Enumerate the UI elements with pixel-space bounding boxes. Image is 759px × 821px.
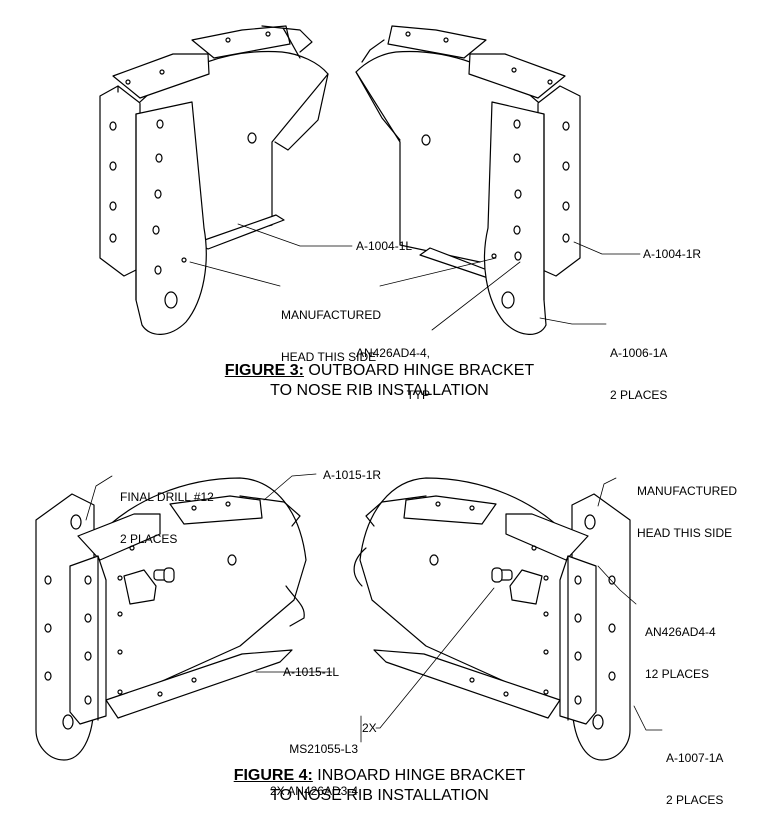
- label-a1004-1r: A-1004-1R: [643, 247, 702, 261]
- label-manufactured-head-fig3: MANUFACTURED HEAD THIS SIDE: [281, 280, 381, 378]
- figure4-caption-prefix: FIGURE 4:: [233, 767, 313, 784]
- fig3-left-holes: [109, 31, 271, 309]
- fig4-leader-lines: [85, 473, 663, 743]
- fig3-right-holes: [405, 31, 570, 309]
- an426ad4-4-line1: AN426AD4-4,: [355, 346, 430, 360]
- a1007-1a-line1: A-1007-1A: [666, 751, 724, 765]
- label-final-drill: FINAL DRILL #12 2 PLACES: [120, 462, 214, 560]
- manufactured-head-line1: MANUFACTURED: [281, 308, 382, 322]
- figure3-caption-line2: TO NOSE RIB INSTALLATION: [270, 382, 489, 399]
- figure4-caption-line1: INBOARD HINGE BRACKET: [317, 767, 526, 784]
- a1007-1a-line2: 2 PLACES: [666, 793, 724, 807]
- final-drill-line2: 2 PLACES: [120, 532, 178, 546]
- label-a1007-1a: A-1007-1A 2 PLACES: [666, 723, 723, 821]
- fig4-right-assembly: [353, 477, 631, 761]
- label-a1004-1l: A-1004-1L: [356, 239, 413, 253]
- figure3-caption-line1: OUTBOARD HINGE BRACKET: [308, 362, 535, 379]
- figure4-caption: FIGURE 4: INBOARD HINGE BRACKET: [0, 766, 759, 785]
- fig4-an426ad4-4-line2: 12 PLACES: [645, 667, 710, 681]
- label-a1006-1a: A-1006-1A 2 PLACES: [610, 318, 667, 416]
- label-an426ad4-4-fig3: AN426AD4-4, TYP: [330, 318, 430, 416]
- label-a1015-1r: A-1015-1R: [323, 468, 382, 482]
- label-qty-2x: 2X: [362, 721, 377, 735]
- fig4-left-assembly: [35, 477, 307, 761]
- figure3-caption: FIGURE 3: OUTBOARD HINGE BRACKET: [0, 361, 759, 380]
- manufactured-head-line2: HEAD THIS SIDE: [281, 350, 377, 364]
- label-ms21055: MS21055-L3 2X AN426AD3-4: [254, 714, 358, 812]
- figure3-caption-prefix: FIGURE 3:: [224, 362, 304, 379]
- ms21055-line1: MS21055-L3: [289, 742, 358, 756]
- label-manufactured-head-fig4: MANUFACTURED HEAD THIS SIDE: [637, 456, 737, 554]
- an426ad4-4-line2: TYP: [406, 388, 430, 402]
- final-drill-line1: FINAL DRILL #12: [120, 490, 214, 504]
- fig3-right-assembly: [355, 25, 581, 335]
- figure4-caption-line2: TO NOSE RIB INSTALLATION: [270, 787, 489, 804]
- fig4-right-holes: [429, 501, 616, 730]
- a1006-1a-line2: 2 PLACES: [610, 388, 668, 402]
- a1006-1a-line1: A-1006-1A: [610, 346, 668, 360]
- fig4-manufactured-head-line1: MANUFACTURED: [637, 484, 738, 498]
- ms21055-line2: 2X AN426AD3-4: [269, 784, 358, 798]
- fig3-leader-lines: [189, 223, 641, 331]
- fig4-manufactured-head-line2: HEAD THIS SIDE: [637, 526, 733, 540]
- label-a1015-1l: A-1015-1L: [283, 665, 340, 679]
- fig4-an426ad4-4-line1: AN426AD4-4: [645, 625, 716, 639]
- fig3-left-assembly: [99, 25, 329, 335]
- fig4-left-holes: [44, 501, 237, 730]
- label-an426ad4-4-fig4: AN426AD4-4 12 PLACES: [645, 597, 716, 695]
